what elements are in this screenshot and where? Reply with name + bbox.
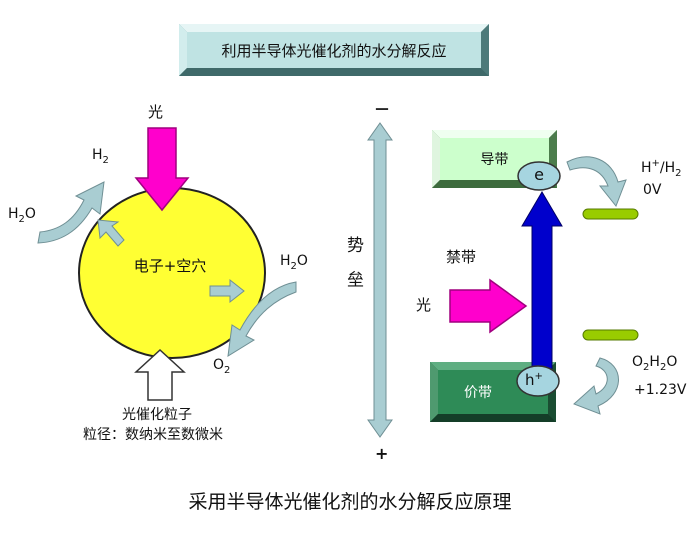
title-box [179,24,489,76]
reduction-superscript: + [651,158,660,169]
reduction-potential-label: 0V [643,182,662,198]
oxidation-tail: O [666,354,678,370]
h2o-to-o2-arrow [227,281,297,357]
reduction-tail: /H [659,160,676,176]
hole-marker [516,365,560,397]
title-container: 利用半导体光催化剂的水分解反应 [179,24,489,76]
potential-axis-label: 势 垒 [343,236,363,294]
reduction-h: H [641,160,652,176]
reduction-subscript: 2 [675,168,682,179]
electron-hole-label: 电子+空穴 [133,256,207,275]
o2-symbol: O [213,357,225,373]
h2o-right-h: H [280,253,291,269]
reduction-couple-label: H+/H2 [641,159,682,179]
light-label-right: 光 [416,296,432,314]
inner-arrow-up [97,219,125,247]
oxidation-subscript-2: 2 [659,362,667,373]
electron-marker [517,161,561,191]
oxidation-potential-label: +1.23V [634,382,687,398]
h2o-left-o: O [24,206,36,222]
axis-top-sign: － [374,100,391,119]
hole-transfer-arrow [573,357,619,415]
light-arrow-down [134,127,190,212]
h2-symbol: H [92,147,103,163]
light-arrow-right [449,278,528,334]
h2o-left-h: H [8,206,19,222]
hole-label: h+ [525,372,543,388]
hole-superscript: + [534,371,543,382]
excitation-arrow [521,191,563,373]
oxidation-couple-label: O2H2O [632,355,677,373]
oxidation-level-bar [582,329,639,341]
light-label-left: 光 [148,103,164,121]
axis-bottom-sign: + [375,444,389,463]
potential-axis-arrow [367,122,393,438]
oxidation-h: H [649,354,660,370]
electron-label: e [534,165,544,184]
band-gap-label: 禁带 [446,248,477,266]
h2o-left-subscript: 2 [18,214,25,225]
particle-name-label: 光催化粒子 [122,407,192,423]
o2-subscript: 2 [224,365,231,376]
oxidation-subscript-1: 2 [643,362,650,373]
particle-pointer-arrow [134,348,186,401]
figure-caption: 采用半导体光催化剂的水分解反应原理 [188,491,512,513]
title-text: 利用半导体光催化剂的水分解反应 [221,41,447,60]
inner-arrow-right [209,278,245,304]
reduction-level-bar [582,208,639,220]
electron-transfer-arrow [566,156,627,207]
oxidation-o: O [632,354,644,370]
h2o-label-right: H2O [280,254,308,272]
h2o-right-subscript: 2 [290,261,297,272]
h2-subscript: 2 [102,155,109,166]
h2o-to-h2-arrow [37,181,105,244]
h2o-right-o: O [296,253,308,269]
valence-band-label: 价带 [464,385,492,401]
hole-symbol: h [525,371,535,389]
h2-label: H2 [92,148,109,166]
conduction-band-label: 导带 [480,152,509,168]
o2-label: O2 [213,358,230,376]
h2o-label-left: H2O [8,207,36,225]
particle-size-label: 粒径：数纳米至数微米 [83,427,223,443]
